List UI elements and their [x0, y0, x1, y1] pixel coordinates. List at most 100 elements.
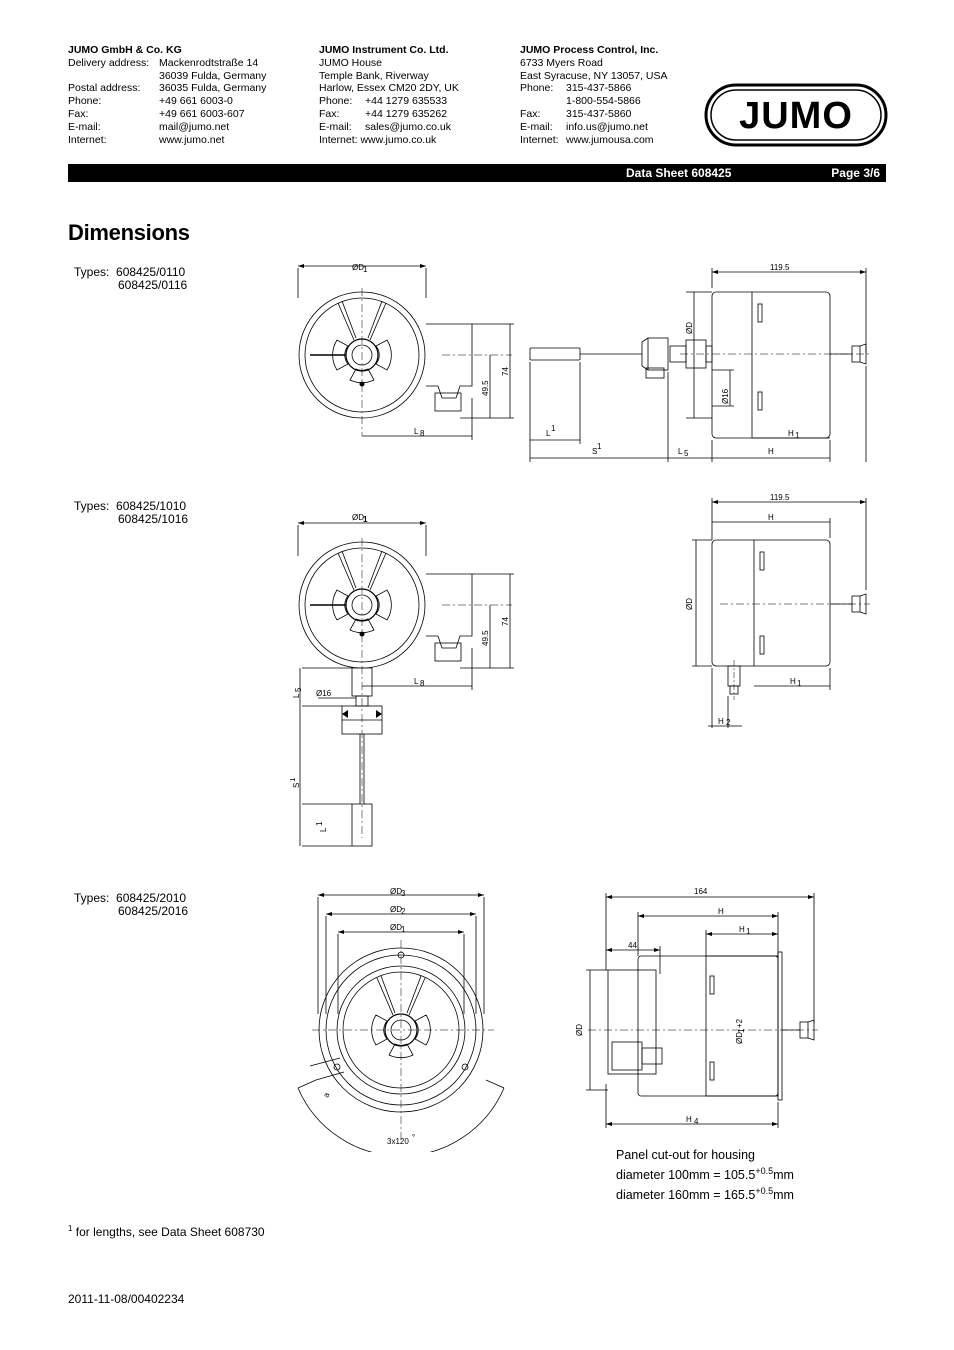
drawing-side-view-1: 119.5 ØD Ø16 L 1 S 1 L 5 H H 1	[529, 263, 870, 462]
dim-d3: ØD	[390, 887, 402, 896]
types-label-section-3: Types: 608425/2010 608425/2016	[74, 892, 188, 918]
types-label-section-2: Types: 608425/1010 608425/1016	[74, 500, 188, 526]
company-name: JUMO GmbH & Co. KG	[68, 44, 182, 56]
dim-d1: ØD	[352, 513, 364, 522]
dim-74: 74	[501, 617, 510, 626]
dim-l: L	[546, 429, 551, 438]
unit: mm	[773, 1188, 794, 1203]
logo-text: JUMO	[739, 95, 853, 137]
dim-d1: ØD	[352, 263, 364, 272]
dim-164: 164	[694, 887, 708, 896]
internet-label: Internet:	[68, 133, 107, 146]
dim-l5: L	[678, 447, 683, 456]
dim-h1-sub: 1	[746, 927, 751, 936]
dim-h1-sub: 1	[795, 431, 800, 440]
panel-note-text: diameter 100mm = 105.5	[616, 1168, 756, 1183]
fax-label: Fax:	[68, 107, 89, 120]
dim-h: H	[768, 513, 774, 522]
dim-d: ØD	[685, 598, 694, 610]
footnote: 1 for lengths, see Data Sheet 608730	[68, 1224, 265, 1239]
phone-number: 315-437-5866	[566, 82, 632, 95]
panel-note-heading: Panel cut-out for housing	[616, 1148, 755, 1162]
drawing-front-view-2: ØD 1 49.5 74 L 8 Ø16 L 5 S 1 L 1	[290, 513, 514, 847]
email-label: E-mail:	[68, 120, 101, 133]
dim-d1-sub: 1	[401, 925, 406, 934]
dim-s: S	[292, 783, 301, 788]
email-address: sales@jumo.co.uk	[365, 120, 451, 133]
dim-d16: Ø16	[316, 689, 332, 698]
jumo-logo: JUMO	[704, 83, 888, 147]
phone-number-tollfree: 1-800-554-5866	[566, 95, 641, 108]
phone-label: Phone:	[319, 95, 353, 108]
dim-h4: H	[686, 1115, 692, 1124]
footnote-ref: 1	[315, 821, 324, 826]
type-code: 608425/2010	[116, 891, 187, 905]
page-title: Dimensions	[68, 220, 190, 245]
document-number: 2011-11-08/00402234	[68, 1292, 185, 1306]
delivery-label: Delivery address:	[68, 56, 150, 69]
website: www.jumo.net	[159, 133, 225, 146]
dim-d1-sub: 1	[737, 1028, 746, 1033]
types-label: Types:	[74, 499, 110, 513]
dim-d2-sub: 2	[401, 907, 406, 916]
website: www.jumousa.com	[566, 133, 654, 146]
postal-label: Postal address:	[68, 82, 141, 95]
type-code: 608425/2016	[118, 904, 189, 918]
type-code: 608425/1016	[118, 512, 189, 526]
email-label: E-mail:	[520, 120, 553, 133]
company-name: JUMO Process Control, Inc.	[520, 44, 659, 56]
phone-number: +49 661 6003-0	[159, 95, 233, 108]
header-bar: Data Sheet 608425 Page 3/6	[68, 164, 886, 182]
dim-degree: °	[412, 1133, 415, 1142]
dim-angle: 3x120	[387, 1137, 409, 1146]
dim-l5-sub: 5	[294, 687, 303, 692]
data-sheet-number: Data Sheet 608425	[626, 166, 732, 180]
company-name: JUMO Instrument Co. Ltd.	[319, 44, 449, 56]
fax-label: Fax:	[520, 107, 541, 120]
internet-label: Internet:	[520, 133, 559, 146]
type-code: 608425/0110	[116, 265, 186, 279]
dim-d: ØD	[685, 322, 694, 334]
postal-address: 36035 Fulda, Germany	[159, 82, 267, 95]
delivery-city: 36039 Fulda, Germany	[159, 69, 267, 82]
dim-l5: L	[292, 693, 301, 698]
fax-number: +44 1279 635262	[365, 107, 448, 120]
footnote-marker: 1	[68, 1224, 73, 1233]
address-line: East Syracuse, NY 13057, USA	[520, 69, 668, 82]
dim-l8: L	[414, 427, 419, 436]
dim-s: S	[592, 447, 597, 456]
dim-119-5: 119.5	[770, 263, 790, 272]
dim-d1-sub: 1	[363, 515, 368, 524]
dim-119-5: 119.5	[770, 493, 790, 502]
dim-h2: H	[718, 717, 724, 726]
dim-h1: H	[788, 429, 794, 438]
dim-l: L	[319, 827, 328, 832]
footnote-ref: 1	[290, 777, 297, 782]
address-line: Harlow, Essex CM20 2DY, UK	[319, 82, 459, 95]
phone-number: +44 1279 635533	[365, 95, 448, 108]
dim-h4-sub: 4	[694, 1117, 699, 1126]
website: Internet: www.jumo.co.uk	[319, 133, 437, 146]
dim-h1-sub: 1	[797, 679, 802, 688]
delivery-street: Mackenrodtstraße 14	[159, 56, 259, 69]
types-label: Types:	[74, 265, 110, 279]
dim-d1-sub: 1	[363, 265, 368, 274]
address-line: Temple Bank, Riverway	[319, 69, 429, 82]
dim-49-5: 49.5	[481, 630, 490, 646]
type-code: 608425/0116	[118, 278, 188, 292]
dim-h1: H	[739, 925, 745, 934]
dim-d2: ØD	[390, 905, 402, 914]
email-address: info.us@jumo.net	[566, 120, 648, 133]
footnote-text: for lengths, see Data Sheet 608730	[72, 1225, 265, 1239]
panel-note-text: diameter 160mm = 165.5	[616, 1188, 756, 1203]
unit: mm	[773, 1168, 794, 1183]
company-address-germany: JUMO GmbH & Co. KG Delivery address: Mack…	[68, 44, 266, 146]
dim-h1: H	[790, 677, 796, 686]
panel-note-100mm: diameter 100mm = 105.5+0.5mm	[616, 1163, 794, 1183]
fax-number: 315-437-5860	[566, 107, 632, 120]
dim-l8-sub: 8	[420, 679, 425, 688]
dim-d1: ØD	[390, 923, 402, 932]
drawing-front-view-3: ØD 3 ØD 2 ØD 1 a 3x120 °	[297, 887, 505, 1152]
company-address-usa: JUMO Process Control, Inc. 6733 Myers Ro…	[520, 44, 667, 146]
dim-d: ØD	[575, 1024, 584, 1036]
